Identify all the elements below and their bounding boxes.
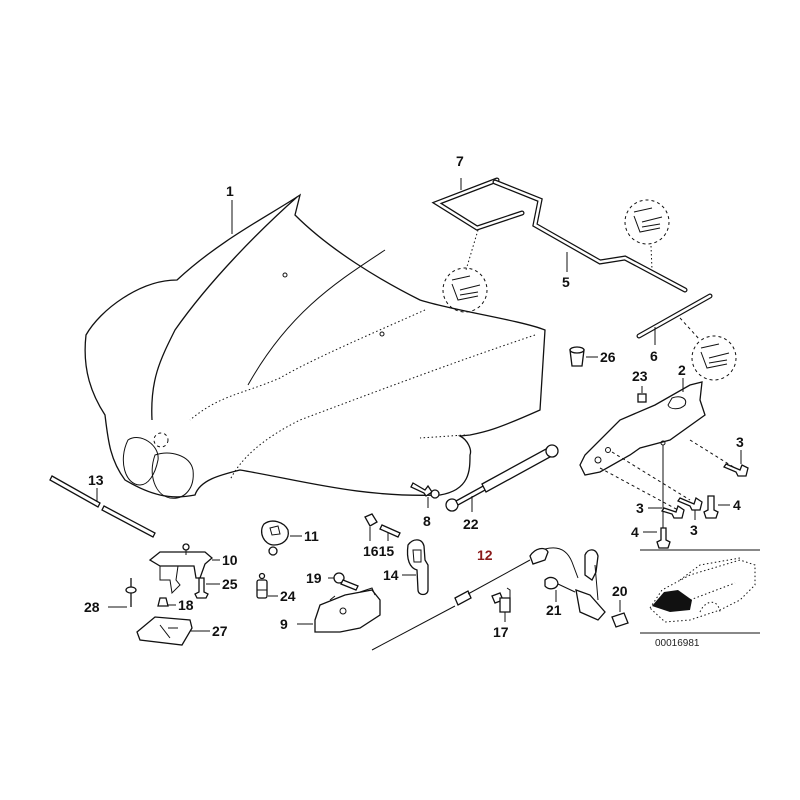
screw-21-part[interactable] <box>544 576 576 593</box>
callout-3-left[interactable]: 3 <box>636 500 644 516</box>
callout-24[interactable]: 24 <box>280 588 296 604</box>
hinge-part[interactable] <box>579 381 706 476</box>
hood-part[interactable] <box>84 193 546 499</box>
gas-strut-part[interactable] <box>445 444 559 512</box>
seal-side-part[interactable] <box>636 293 713 339</box>
callout-25[interactable]: 25 <box>222 576 238 592</box>
nut-part[interactable] <box>637 393 647 403</box>
lock-catch-part[interactable] <box>148 543 213 595</box>
ball-stud-part[interactable] <box>410 482 440 499</box>
bolt-part[interactable] <box>723 463 749 477</box>
release-handle-part[interactable] <box>406 539 429 596</box>
callout-4-bottom[interactable]: 4 <box>631 524 639 540</box>
callout-7[interactable]: 7 <box>456 153 464 169</box>
callout-28[interactable]: 28 <box>84 599 100 615</box>
callout-17[interactable]: 17 <box>493 624 509 640</box>
buffer-24-part[interactable] <box>256 572 268 599</box>
screw-15-part[interactable] <box>379 524 401 538</box>
detail-circle-seal-5 <box>624 199 670 245</box>
callout-20[interactable]: 20 <box>612 583 628 599</box>
hood-lock-part[interactable] <box>314 587 381 633</box>
callout-14[interactable]: 14 <box>383 567 399 583</box>
callout-11[interactable]: 11 <box>304 528 319 544</box>
callout-13[interactable]: 13 <box>88 472 104 488</box>
sleeve-part[interactable] <box>611 612 629 628</box>
seal-rear-part[interactable] <box>492 179 688 293</box>
cap-part[interactable] <box>364 513 378 527</box>
bolt-part[interactable] <box>677 496 703 511</box>
clip-part[interactable] <box>491 587 511 613</box>
callout-21[interactable]: 21 <box>546 602 562 618</box>
rubber-stop-part[interactable] <box>569 346 585 367</box>
callout-2[interactable]: 2 <box>678 362 686 378</box>
bracket-part[interactable] <box>136 616 193 646</box>
detail-circle-seal-7 <box>442 267 488 313</box>
callout-12[interactable]: 12 <box>477 547 493 563</box>
callout-3-center[interactable]: 3 <box>690 522 698 538</box>
callout-6[interactable]: 6 <box>650 348 658 364</box>
screw-19-part[interactable] <box>333 572 359 591</box>
callout-9[interactable]: 9 <box>280 616 288 632</box>
callout-22[interactable]: 22 <box>463 516 479 532</box>
lever-part[interactable] <box>575 549 606 621</box>
reference-code: 00016981 <box>655 638 700 649</box>
cable-holder-part[interactable] <box>260 520 289 556</box>
bolt-part[interactable] <box>660 504 685 519</box>
screw-part[interactable] <box>656 527 671 549</box>
callout-16-15[interactable]: 1615 <box>363 543 394 559</box>
callout-18[interactable]: 18 <box>178 597 194 613</box>
callout-10[interactable]: 10 <box>222 552 238 568</box>
vehicle-locator-inset <box>640 549 760 634</box>
callout-26[interactable]: 26 <box>600 349 616 365</box>
callout-23[interactable]: 23 <box>632 368 648 384</box>
rubber-buffer-part[interactable] <box>157 597 169 607</box>
callout-4-right[interactable]: 4 <box>733 497 741 513</box>
screw-part[interactable] <box>703 495 719 519</box>
bowden-cable-part[interactable] <box>371 547 579 651</box>
support-rod-part[interactable] <box>49 475 156 538</box>
screw-25-part[interactable] <box>194 577 209 599</box>
callout-27[interactable]: 27 <box>212 623 228 639</box>
pin-part[interactable] <box>125 578 137 607</box>
seal-front-part[interactable] <box>431 177 525 231</box>
detail-circle-seal-6 <box>691 335 737 381</box>
callout-1[interactable]: 1 <box>226 183 234 199</box>
hood-highlight-icon <box>652 590 692 612</box>
callout-8[interactable]: 8 <box>423 513 431 529</box>
callout-3-right[interactable]: 3 <box>736 434 744 450</box>
callout-5[interactable]: 5 <box>562 274 570 290</box>
callout-19[interactable]: 19 <box>306 570 322 586</box>
